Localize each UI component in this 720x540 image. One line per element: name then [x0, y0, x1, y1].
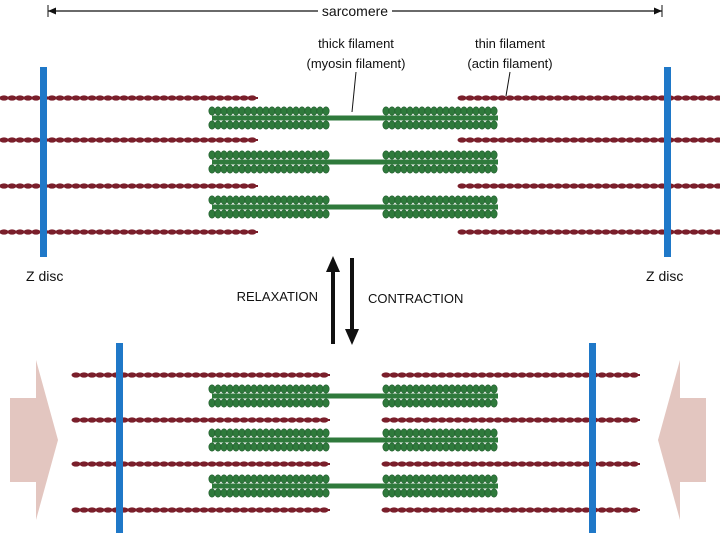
thick-filament-leader [351, 71, 357, 113]
sarcomere-label: sarcomere [322, 3, 388, 19]
relaxed-myosin-filaments [208, 106, 498, 219]
z-disc-bottom-left [116, 343, 123, 533]
thin-filament-leader [505, 71, 511, 97]
relaxation-label: RELAXATION [237, 289, 318, 304]
z-disc-bottom-right [589, 343, 596, 533]
relaxed-sarcomere [0, 67, 720, 257]
thick-filament-label: thick filament [318, 36, 394, 51]
thin-filament-label: thin filament [475, 36, 545, 51]
sarcomere-dimension: sarcomere [47, 3, 663, 19]
z-disc-right [664, 67, 671, 257]
force-arrow-right-icon [10, 360, 58, 520]
actin-filament-label: (actin filament) [467, 56, 552, 71]
relaxation-arrow-icon [326, 256, 340, 344]
force-arrow-left-icon [658, 360, 706, 520]
contracted-sarcomere [71, 343, 640, 533]
contracted-myosin-filaments [208, 384, 498, 498]
relaxed-actin-filaments [0, 95, 720, 235]
z-disc-left [40, 67, 47, 257]
z-disc-right-label: Z disc [646, 268, 683, 284]
myosin-filament-label: (myosin filament) [307, 56, 406, 71]
z-disc-left-label: Z disc [26, 268, 63, 284]
contraction-arrow-icon [345, 258, 359, 345]
contraction-label: CONTRACTION [368, 291, 463, 306]
